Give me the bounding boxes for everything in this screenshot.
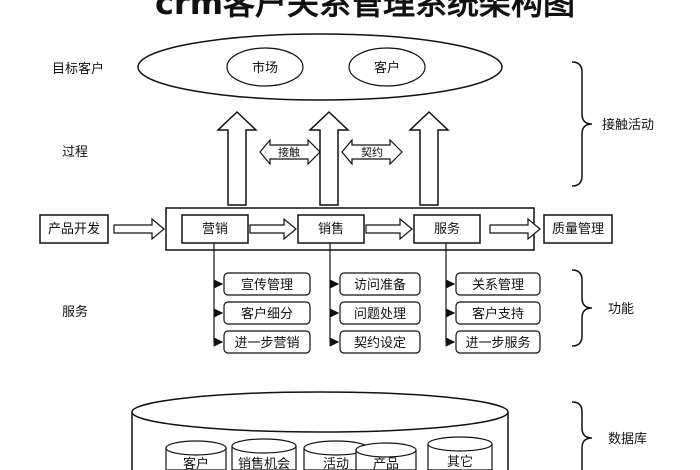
label-process: 过程 <box>62 145 88 160</box>
function-marketing-2 <box>223 301 311 325</box>
market-ellipse <box>226 47 304 87</box>
stage-sales-label: 销售 <box>318 221 344 237</box>
quality-management-box <box>543 214 613 244</box>
contact-label: 接触 <box>278 145 300 159</box>
label-database: 数据库 <box>608 431 647 447</box>
label-function: 功能 <box>608 302 634 317</box>
diagram-title: crm客户关系管理系统架构图 <box>155 0 575 22</box>
arrow-sales-to-service <box>365 217 413 241</box>
db-item-product: 产品 <box>355 442 417 470</box>
db-item-customer: 客户 <box>165 440 227 470</box>
function-label: 访问准备 <box>354 277 406 293</box>
market-label: 市场 <box>252 60 278 76</box>
brace-function <box>571 269 593 347</box>
customer-label: 客户 <box>374 60 400 76</box>
function-label: 进一步营销 <box>234 336 299 351</box>
function-sales-1 <box>339 272 421 296</box>
contract-label: 契约 <box>361 145 383 159</box>
database-cylinder-top <box>131 391 509 433</box>
db-item-sales-opportunity: 销售机会 <box>231 438 297 470</box>
label-service: 服务 <box>62 304 88 320</box>
db-item-label: 销售机会 <box>238 456 290 470</box>
brace-database <box>571 401 593 470</box>
function-label: 客户细分 <box>241 306 293 322</box>
stage-sales-box <box>297 214 365 244</box>
db-item-label: 产品 <box>373 457 399 470</box>
db-item-label: 客户 <box>183 456 209 470</box>
stage-service-label: 服务 <box>434 221 460 237</box>
function-service-3 <box>455 330 541 354</box>
stage-marketing-label: 营销 <box>202 222 228 237</box>
arrow-marketing-to-sales <box>249 217 297 241</box>
function-label: 问题处理 <box>354 307 406 322</box>
up-arrow-1 <box>216 110 258 206</box>
customer-ellipse <box>348 47 426 87</box>
database-cylinder-sides <box>131 412 509 470</box>
function-sales-2 <box>339 301 421 325</box>
target-customer-ellipse <box>137 33 503 101</box>
arrow-to-process <box>113 217 165 241</box>
db-item-label: 活动 <box>323 457 349 470</box>
contract-double-arrow <box>341 138 403 166</box>
contact-double-arrow <box>259 138 321 166</box>
db-item-other: 其它 <box>427 436 493 470</box>
db-item-label: 其它 <box>447 454 473 470</box>
label-contact-activity: 接触活动 <box>602 117 654 133</box>
function-label: 契约设定 <box>354 336 406 351</box>
function-label: 宣传管理 <box>241 277 293 293</box>
up-arrow-3 <box>408 110 450 206</box>
arrow-to-quality <box>489 217 541 241</box>
stage-service-box <box>413 214 481 244</box>
function-label: 客户支持 <box>472 306 524 322</box>
function-label: 关系管理 <box>472 278 524 293</box>
label-target-customer: 目标客户 <box>52 61 104 77</box>
function-sales-3 <box>339 330 421 354</box>
stage-marketing-box <box>181 214 249 244</box>
function-service-2 <box>455 301 541 325</box>
function-service-1 <box>455 272 541 296</box>
brace-contact <box>571 61 593 187</box>
function-label: 进一步服务 <box>465 335 530 351</box>
product-development-box <box>39 214 109 244</box>
function-marketing-1 <box>223 272 311 296</box>
up-arrow-2 <box>308 110 350 206</box>
db-item-activity: 活动 <box>303 440 369 470</box>
product-development-label: 产品开发 <box>48 221 100 237</box>
quality-management-label: 质量管理 <box>552 222 604 237</box>
function-marketing-3 <box>223 330 311 354</box>
